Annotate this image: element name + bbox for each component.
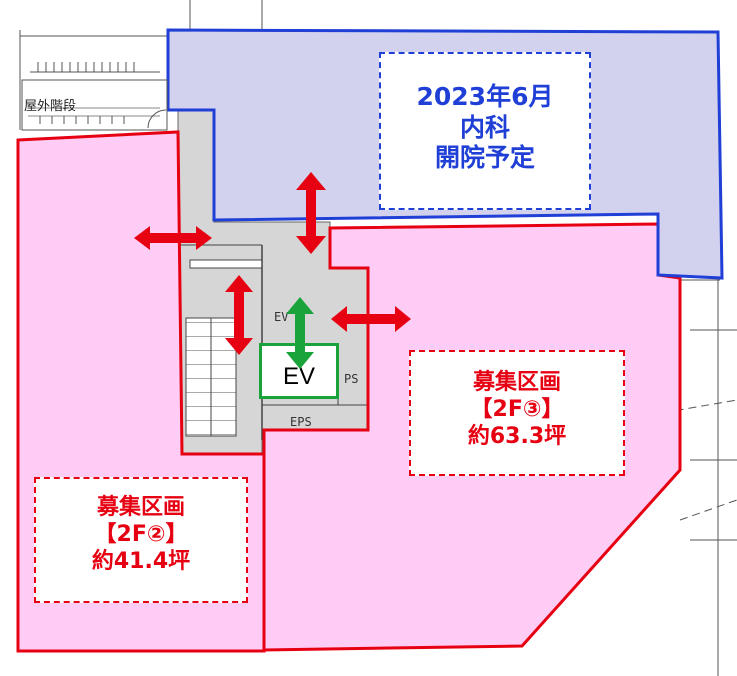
- unit-2f2-code: 【2F②】: [94, 521, 188, 547]
- clinic-type: 内科: [459, 112, 510, 142]
- eps-label: EPS: [290, 415, 312, 429]
- arrow-vertical-stairs: [225, 275, 253, 355]
- outdoor-stairs-label: 屋外階段: [24, 99, 77, 114]
- unit-2f2-area-text: 約41.4坪: [91, 548, 191, 574]
- clinic-date: 2023年6月: [416, 82, 554, 111]
- stairwell: [180, 244, 368, 440]
- clinic-status: 開院予定: [434, 143, 535, 172]
- clinic-label: 2023年6月 内科 開院予定: [379, 52, 591, 210]
- unit-2f3-label: 募集区画 【2F③】 約63.3坪: [409, 350, 625, 476]
- arrow-vertical-top: [296, 172, 326, 254]
- unit-2f2-label: 募集区画 【2F②】 約41.4坪: [34, 477, 248, 603]
- unit-2f2-name: 募集区画: [96, 495, 185, 520]
- unit-2f3-name: 募集区画: [472, 370, 561, 395]
- outdoor-stairs-outline: [21, 79, 168, 131]
- elevator-arrow-icon: [286, 297, 314, 369]
- unit-2f3-code: 【2F③】: [470, 396, 564, 422]
- arrow-horizontal-left: [134, 226, 212, 250]
- ev-small-label: EV: [274, 310, 289, 324]
- ps-label: PS: [344, 372, 359, 386]
- unit-2f3-area-text: 約63.3坪: [467, 423, 567, 449]
- arrow-horizontal-right: [331, 306, 411, 332]
